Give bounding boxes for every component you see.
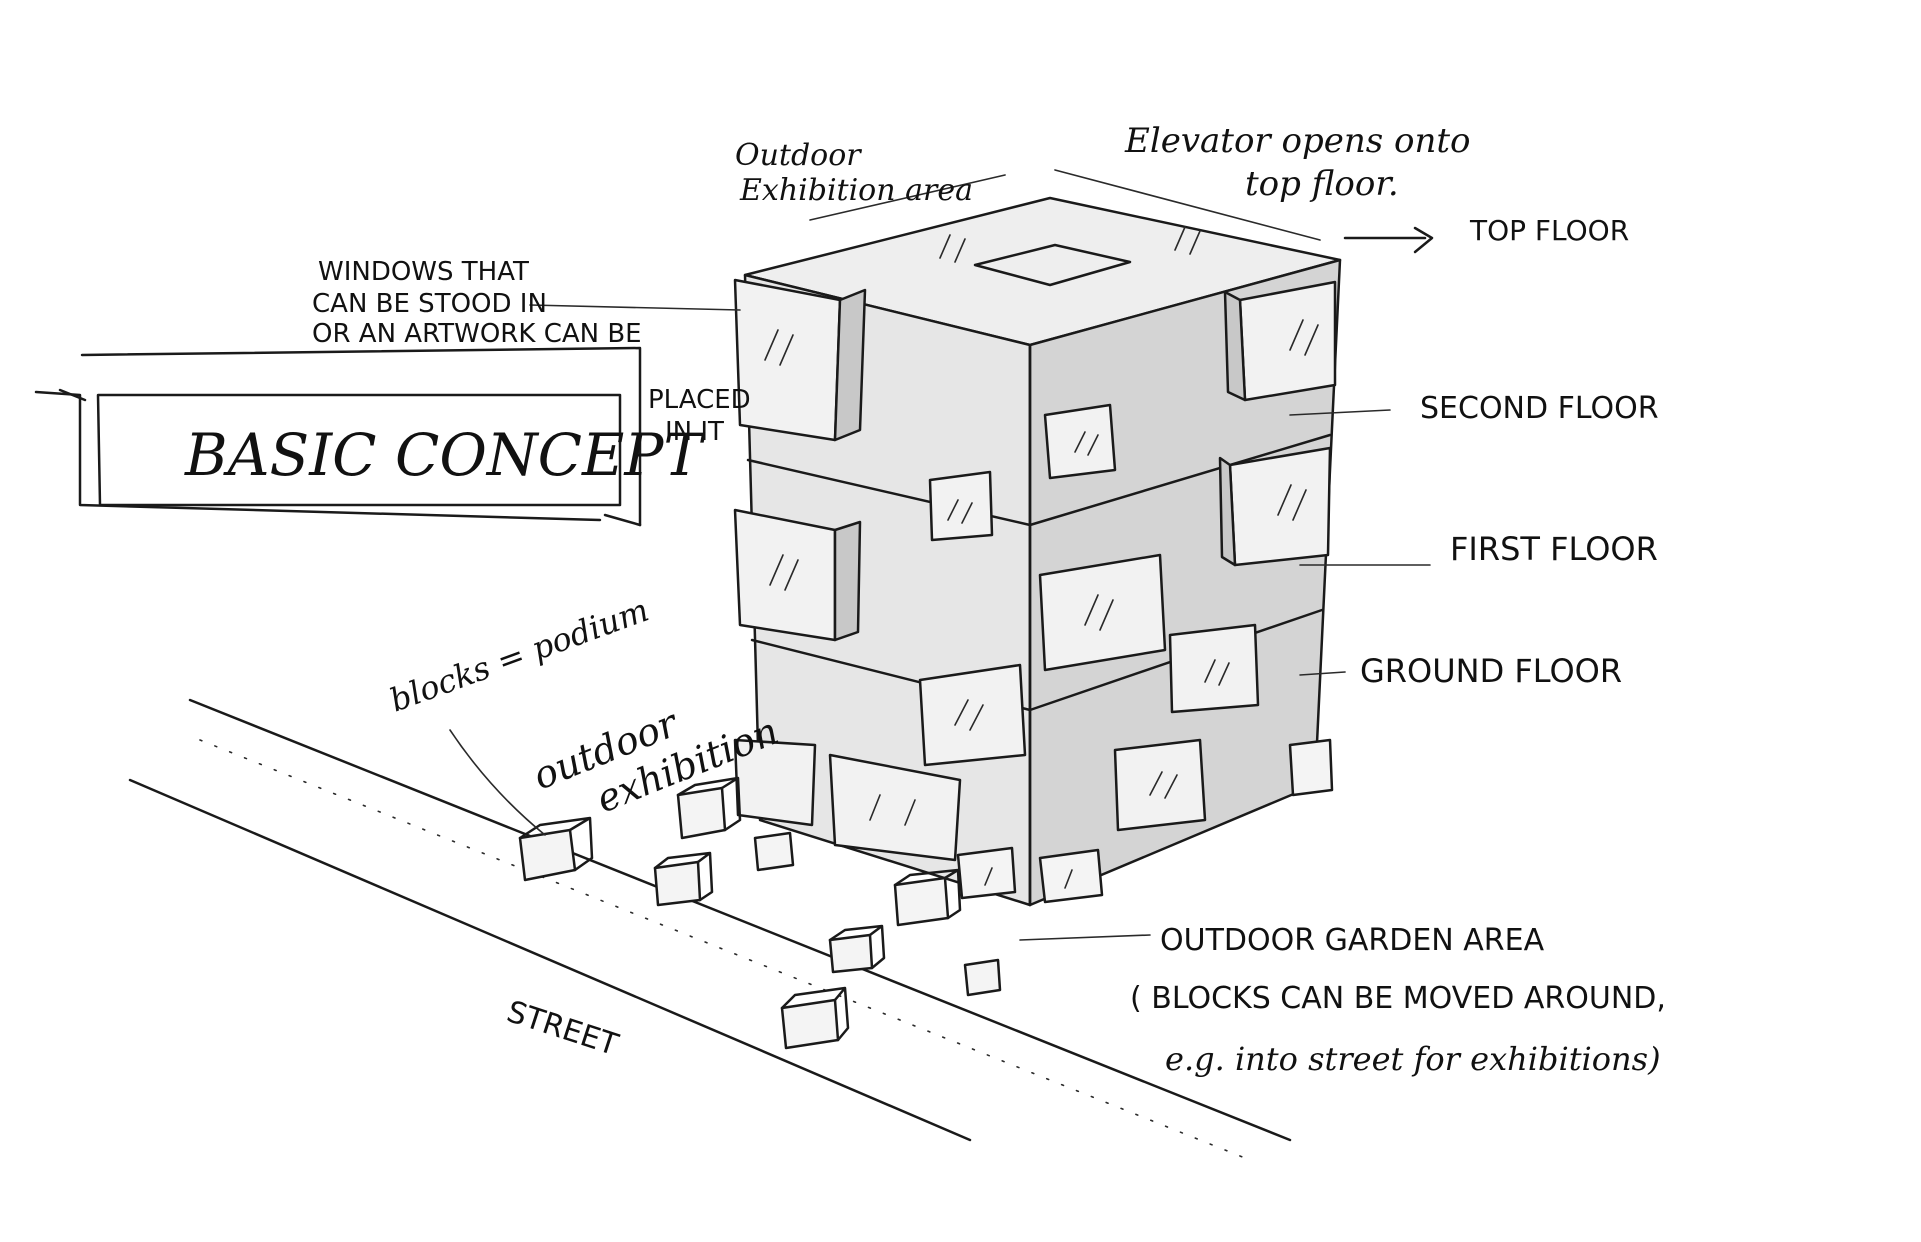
label-blocks-podium: blocks = podium — [385, 591, 654, 720]
elevator-opening — [973, 243, 1132, 287]
block — [676, 776, 742, 840]
block — [1288, 738, 1334, 797]
window-box — [1038, 553, 1167, 672]
block — [828, 924, 886, 974]
window-box — [928, 470, 994, 542]
label-second-floor: SECOND FLOOR — [1420, 391, 1659, 426]
block — [956, 846, 1017, 900]
block — [893, 868, 962, 927]
podium-blocks — [518, 738, 1334, 1050]
window-box — [828, 753, 962, 862]
block — [1038, 848, 1104, 904]
block — [963, 958, 1002, 997]
label-outdoor-garden-example: e.g. into street for exhibitions) — [1165, 1040, 1661, 1078]
window-box — [1223, 280, 1337, 402]
window-box — [918, 663, 1027, 767]
label-outdoor-exhibition-area: Outdoor Exhibition area — [735, 138, 973, 208]
window-box — [1218, 446, 1332, 567]
label-top-floor: TOP FLOOR — [1469, 214, 1629, 247]
page-title: BASIC CONCEPT — [184, 421, 706, 489]
block — [753, 831, 795, 872]
window-box — [1113, 738, 1207, 832]
window-box — [733, 738, 817, 827]
window-boxes — [733, 278, 1337, 862]
label-first-floor: FIRST FLOOR — [1450, 530, 1658, 568]
window-box — [733, 278, 867, 442]
block — [518, 816, 594, 882]
label-windows: WINDOWS THAT CAN BE STOOD IN OR AN ARTWO… — [312, 257, 759, 447]
leader-lines — [449, 169, 1434, 941]
title-banner: BASIC CONCEPT — [34, 346, 706, 527]
street — [128, 698, 1292, 1161]
block — [780, 986, 850, 1050]
label-ground-floor: GROUND FLOOR — [1360, 652, 1622, 690]
window-box — [733, 508, 862, 642]
window-box — [1168, 623, 1260, 714]
block — [653, 851, 714, 907]
window-box — [1043, 403, 1117, 480]
label-street: STREET — [503, 994, 623, 1063]
label-elevator: Elevator opens onto top floor. — [1124, 121, 1481, 204]
label-outdoor-garden: OUTDOOR GARDEN AREA ( BLOCKS CAN BE MOVE… — [1130, 923, 1666, 1016]
